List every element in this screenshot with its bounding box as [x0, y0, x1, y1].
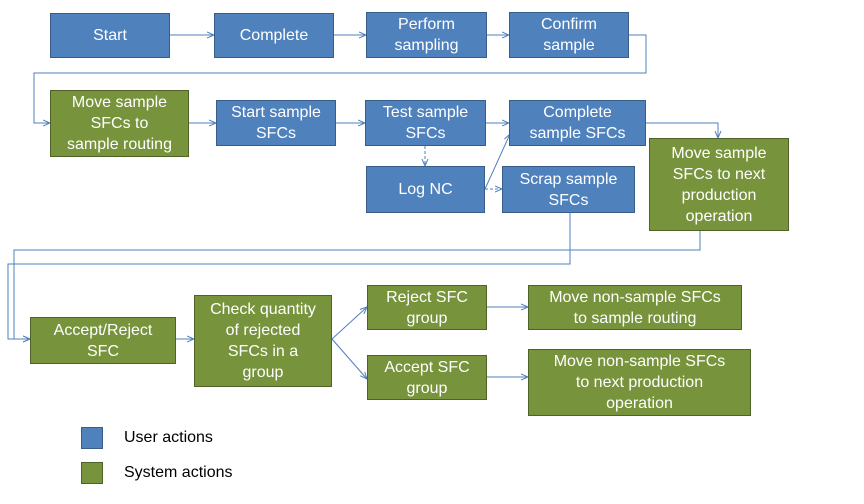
arrow-confirm-sample-to-move-sample-routing [33, 34, 647, 123]
node-complete-sample-sfcs: Complete sample SFCs [509, 100, 646, 146]
node-reject-sfc-group: Reject SFC group [367, 285, 487, 330]
legend-user-label: User actions [124, 429, 213, 446]
node-accept-reject-sfc: Accept/Reject SFC [30, 317, 176, 364]
arrow-complete-sample-to-move-next-op [646, 122, 718, 138]
node-scrap-sample-sfcs: Scrap sample SFCs [502, 166, 635, 213]
arrow-check-quantity-to-accept-group [331, 338, 367, 379]
arrow-check-quantity-to-reject-group [331, 307, 367, 340]
node-start: Start [50, 13, 170, 58]
arrow-log-nc-to-complete-sample [484, 134, 510, 190]
node-move-sample-sfcs-to-next-operation: Move sample SFCs to next production oper… [649, 138, 789, 231]
node-move-nonsample-sfcs-to-sample-routing: Move non-sample SFCs to sample routing [528, 285, 742, 330]
node-move-sample-sfcs-to-sample-routing: Move sample SFCs to sample routing [50, 90, 189, 157]
node-confirm-sample: Confirm sample [509, 12, 629, 58]
node-accept-sfc-group: Accept SFC group [367, 355, 487, 400]
node-perform-sampling: Perform sampling [366, 12, 487, 58]
legend-system-label: System actions [124, 464, 233, 481]
node-complete: Complete [214, 13, 334, 58]
node-start-sample-sfcs: Start sample SFCs [216, 100, 336, 146]
legend-system-swatch [81, 462, 103, 484]
node-check-quantity: Check quantity of rejected SFCs in a gro… [194, 295, 332, 387]
legend-user-swatch [81, 427, 103, 449]
node-log-nc: Log NC [366, 166, 485, 213]
arrow-scrap-to-accept-reject [7, 213, 571, 339]
node-move-nonsample-sfcs-to-next-operation: Move non-sample SFCs to next production … [528, 349, 751, 416]
node-test-sample-sfcs: Test sample SFCs [365, 100, 486, 146]
